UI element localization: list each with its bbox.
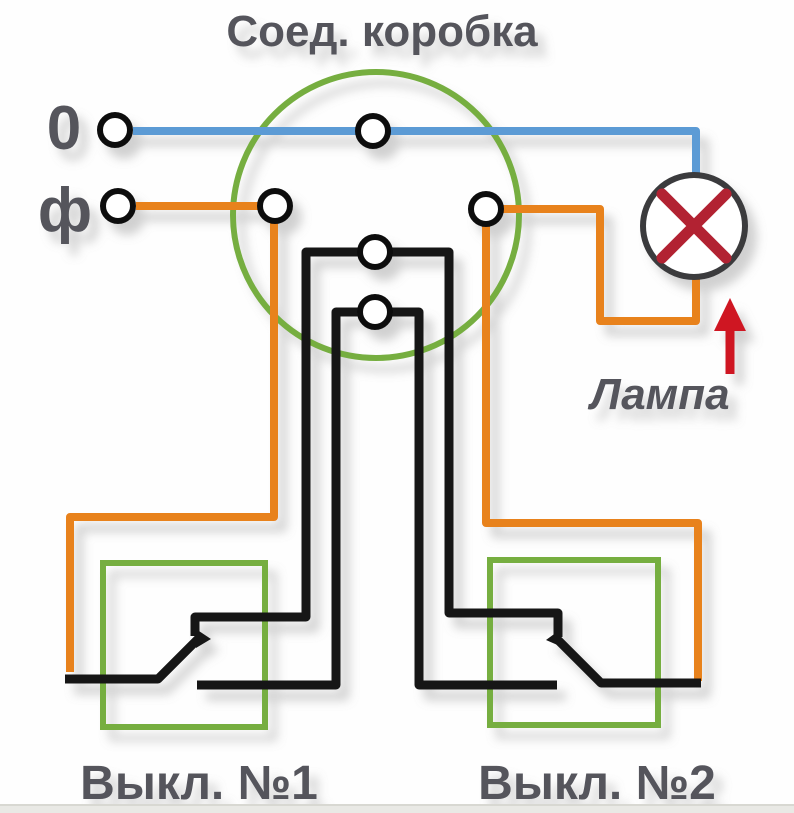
switch2-lever-tip bbox=[546, 629, 562, 647]
terminal-junction-top bbox=[355, 113, 391, 149]
phase-to-switch1-wire bbox=[66, 221, 278, 672]
terminal-traveler-outer bbox=[357, 234, 393, 270]
switch2-label: Выкл. №2 bbox=[478, 757, 716, 810]
terminal-phase bbox=[100, 188, 136, 224]
lamp-arrow-icon bbox=[714, 298, 746, 374]
lamp-feed-wire bbox=[501, 205, 700, 325]
junction-box-circle bbox=[230, 69, 522, 361]
switch2-lever bbox=[552, 634, 701, 688]
bottom-edge-band bbox=[0, 806, 794, 813]
phase-label: ф bbox=[38, 176, 92, 245]
terminal-junction-left bbox=[257, 188, 293, 224]
lamp-symbol bbox=[640, 172, 748, 280]
lamp-cross-icon bbox=[656, 188, 732, 264]
switch1-lever-tip bbox=[196, 629, 211, 648]
switch1-enclosure bbox=[100, 560, 268, 730]
neutral-label: 0 bbox=[47, 94, 81, 163]
switch1-label: Выкл. №1 bbox=[80, 757, 318, 810]
lamp-label: Лампа bbox=[587, 370, 729, 419]
traveler-inner-wire bbox=[197, 307, 557, 690]
terminal-junction-right bbox=[468, 191, 504, 227]
neutral-wire bbox=[133, 127, 700, 176]
terminal-neutral bbox=[97, 112, 133, 148]
switch2-enclosure bbox=[487, 557, 661, 728]
junction-box-label: Соед. коробка bbox=[226, 7, 538, 56]
terminal-traveler-inner bbox=[357, 294, 393, 330]
switch1-lever bbox=[65, 633, 204, 684]
switch2-common-return-wire bbox=[482, 225, 702, 681]
